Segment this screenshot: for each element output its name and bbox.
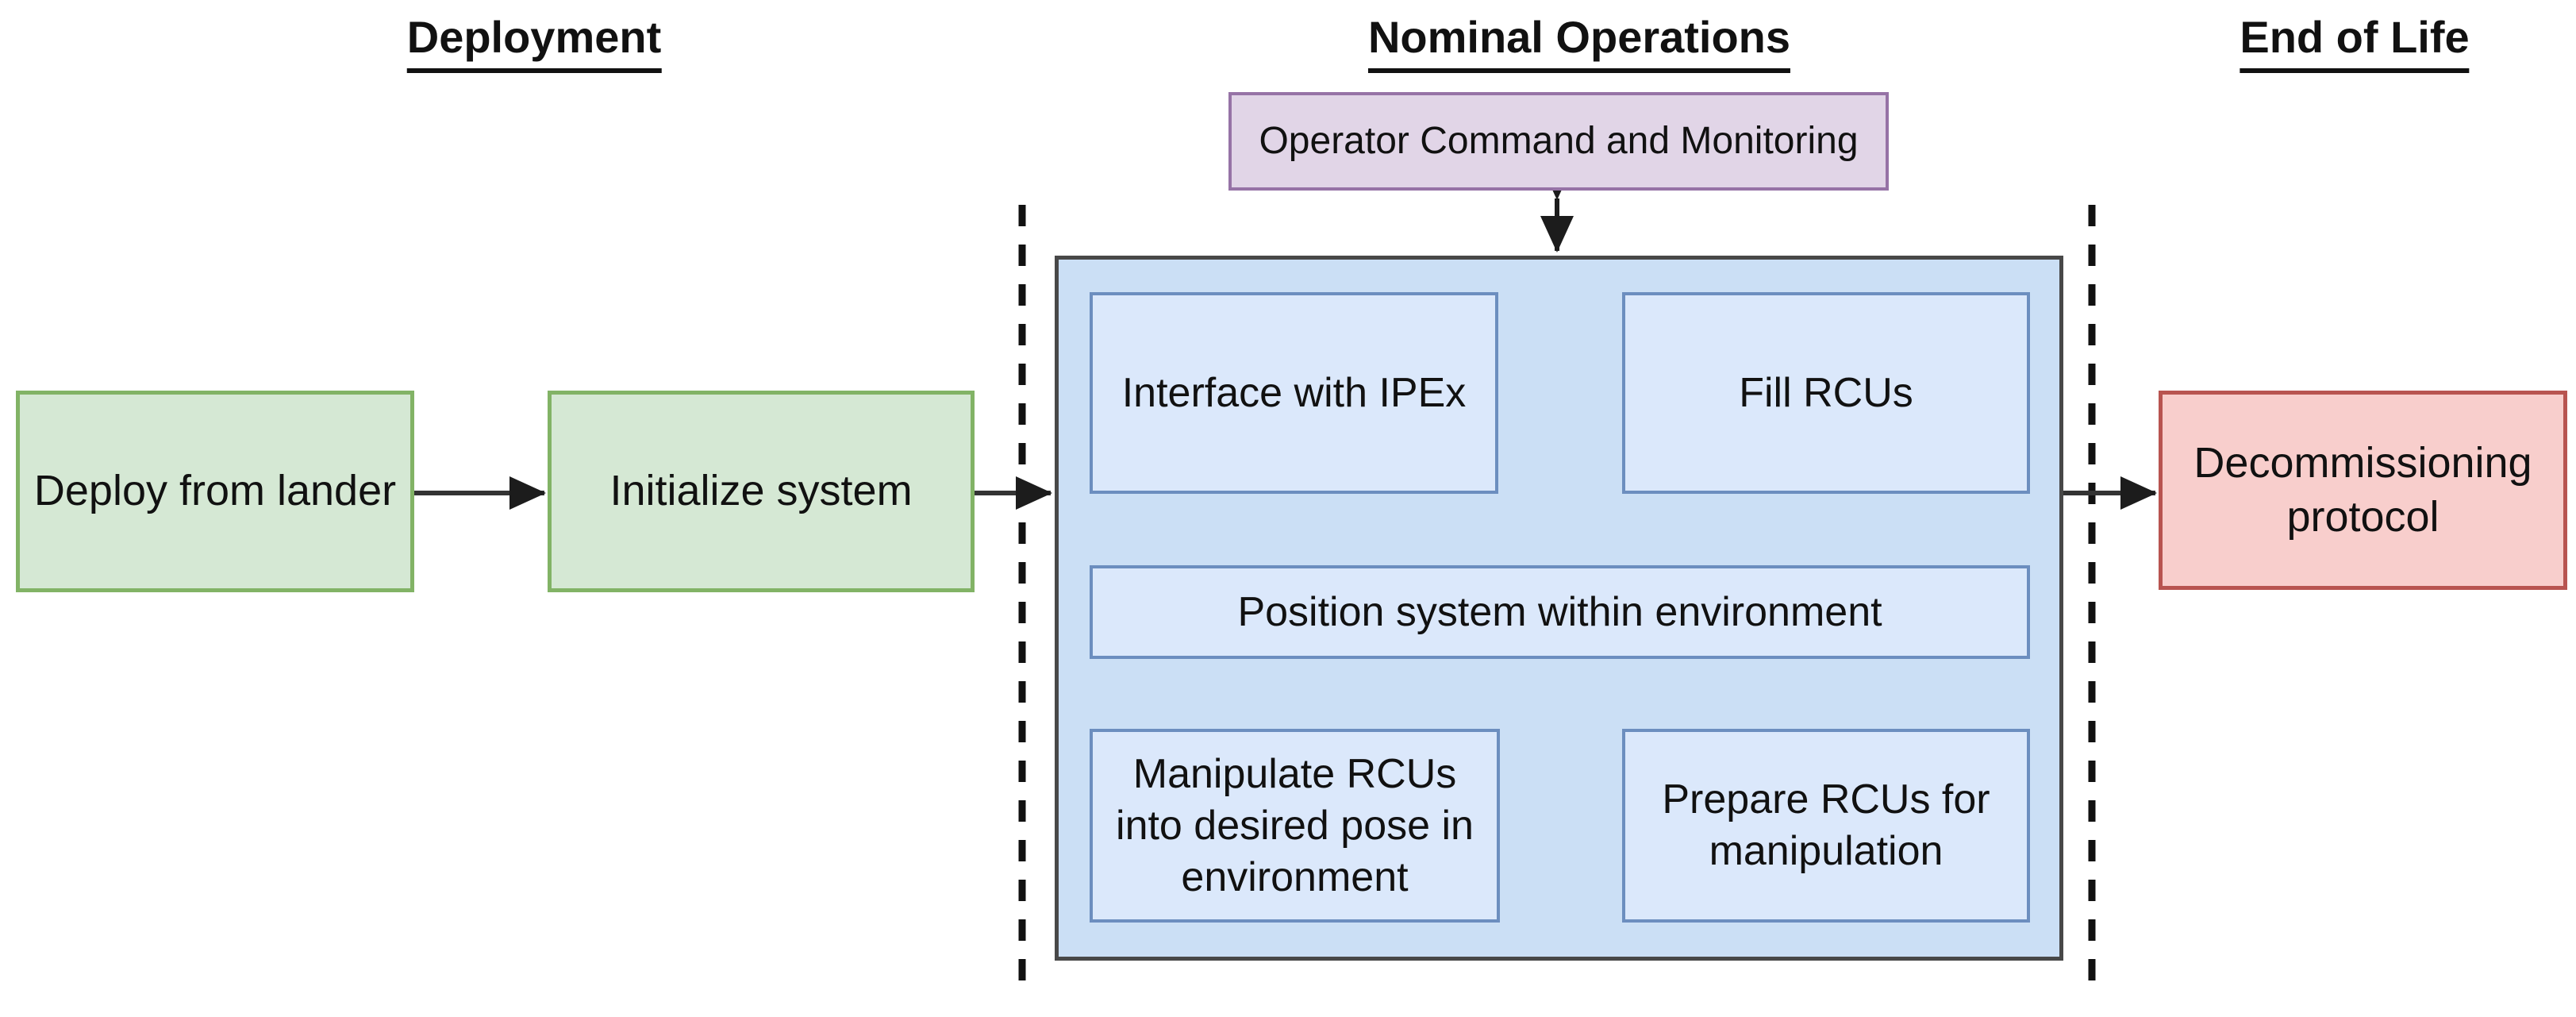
node-initialize-system-label: Initialize system <box>609 467 913 515</box>
node-position-system-label: Position system within environment <box>1237 588 1882 635</box>
phase-header-deployment-label: Deployment <box>406 11 662 73</box>
node-fill-rcus-label: Fill RCUs <box>1739 369 1913 416</box>
phase-header-deployment: Deployment <box>406 11 662 73</box>
phase-header-end-of-life-label: End of Life <box>2240 11 2470 73</box>
phase-header-nominal-operations: Nominal Operations <box>1367 11 1791 73</box>
node-interface-with-ipex: Interface with IPEx <box>1090 292 1498 494</box>
node-operator-command-label: Operator Command and Monitoring <box>1259 120 1859 162</box>
node-decommissioning-label: Decommissioning protocol <box>2193 439 2532 541</box>
phase-header-end-of-life: End of Life <box>2240 11 2470 73</box>
node-position-system: Position system within environment <box>1090 565 2030 659</box>
node-initialize-system: Initialize system <box>548 391 975 592</box>
node-manipulate-rcus-label: Manipulate RCUs into desired pose in env… <box>1116 750 1474 900</box>
node-decommissioning-protocol: Decommissioning protocol <box>2159 391 2567 590</box>
node-deploy-from-lander-label: Deploy from lander <box>33 467 397 515</box>
node-manipulate-rcus: Manipulate RCUs into desired pose in env… <box>1090 729 1500 923</box>
node-deploy-from-lander: Deploy from lander <box>16 391 414 592</box>
node-interface-with-ipex-label: Interface with IPEx <box>1121 369 1467 416</box>
node-operator-command-and-monitoring: Operator Command and Monitoring <box>1228 92 1889 191</box>
phase-header-nominal-operations-label: Nominal Operations <box>1367 11 1791 73</box>
node-prepare-rcus: Prepare RCUs for manipulation <box>1622 729 2030 923</box>
node-prepare-rcus-label: Prepare RCUs for manipulation <box>1662 776 1990 874</box>
node-fill-rcus: Fill RCUs <box>1622 292 2030 494</box>
